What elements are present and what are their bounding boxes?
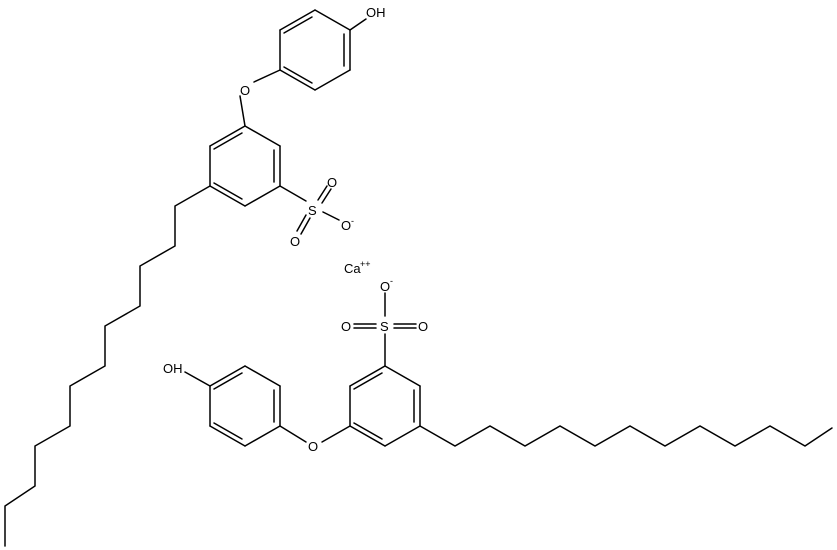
upper-phenol-ring (279, 9, 351, 91)
lower-ether-bond-1 (321, 425, 351, 443)
upper-dodecyl-chain (4, 185, 211, 547)
upper-s-o1-bond-a (317, 185, 328, 201)
upper-hydroxyl-label: OH (366, 5, 386, 20)
lower-anion-charge: - (390, 276, 393, 286)
upper-c-s-bond (279, 185, 307, 202)
lower-dodecyl-chain (419, 425, 833, 447)
lower-sulfonate-oxygen-1-label: O (341, 319, 351, 334)
upper-fragment: OH O O S O O - (4, 5, 386, 547)
upper-anion-charge: - (351, 216, 354, 226)
upper-s-o1-bond-b (321, 188, 332, 204)
upper-oh-bond (349, 18, 367, 31)
lower-sulfur-label: S (380, 319, 389, 334)
upper-sulfonate-anion-oxygen-label: O (341, 218, 351, 233)
lower-ether-bond-2 (279, 425, 307, 443)
upper-ether-oxygen-label: O (240, 83, 250, 98)
lower-fragment: O - O S O OH O (163, 276, 833, 454)
lower-oh-bond (184, 371, 211, 387)
upper-s-o2-bond-b (300, 217, 311, 235)
lower-hydroxyl-label: OH (163, 361, 183, 376)
lower-sulfonate-oxygen-2-label: O (418, 319, 428, 334)
calcium-label: Ca (344, 261, 361, 276)
counter-ion: Ca ++ (344, 259, 371, 276)
lower-ether-oxygen-label: O (308, 439, 318, 454)
upper-sulfur-label: S (308, 203, 317, 218)
upper-ether-bond-2 (239, 95, 246, 127)
lower-benzene-ring (349, 365, 421, 447)
calcium-charge: ++ (360, 259, 371, 269)
upper-ether-bond-1 (253, 69, 281, 83)
upper-benzene-ring (209, 125, 281, 207)
lower-phenol-ring (209, 365, 281, 447)
upper-s-o2-bond-a (296, 214, 307, 232)
lower-anion-oxygen-label: O (380, 279, 390, 294)
upper-sulfonate-oxygen-1-label: O (327, 175, 337, 190)
upper-sulfonate-oxygen-2-label: O (290, 234, 300, 249)
upper-s-o3-bond (322, 211, 340, 221)
